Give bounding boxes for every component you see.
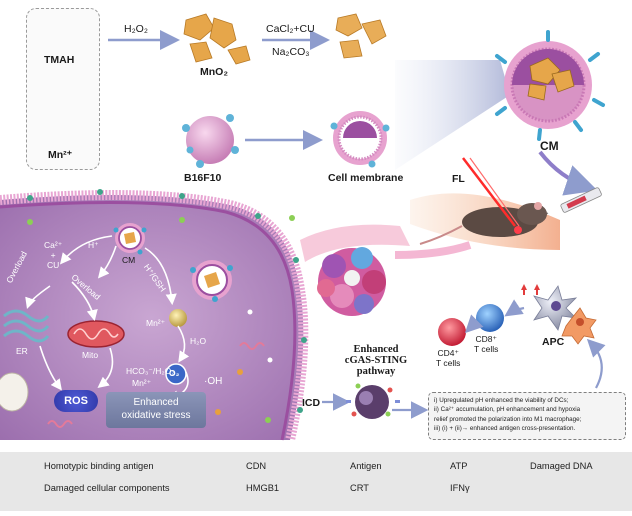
arrow-cm-to-syringe (538, 150, 598, 196)
cell-membrane-label: Cell membrane (328, 172, 404, 184)
damaged-dna-icon (239, 342, 265, 350)
tumor-cell (0, 190, 309, 442)
hco3-label: HCO₃⁻/H₂O₂ (126, 366, 175, 376)
tumor-ribbon (300, 224, 410, 262)
legend-hmgb1: HMGB1 (246, 483, 280, 493)
note-line-4: iii) (i) + (ii)→ enhanced antigen cross-… (434, 425, 576, 433)
up-arrows (521, 284, 540, 295)
oxidative-stress-box: Enhanced oxidative stress (106, 392, 206, 428)
legend-crt: CRT (350, 483, 369, 493)
legend-antigen: Antigen (350, 461, 382, 471)
h-plus-label: H⁺ (88, 240, 99, 250)
cm-inside-cell-icon (113, 223, 147, 255)
oh-label: ·OH (204, 376, 223, 387)
legend-panel (0, 452, 632, 511)
fl-label: FL (452, 173, 465, 185)
cd4-label: CD4⁺ T cells (436, 348, 461, 368)
ca-cu-label: Ca²⁺ + CU (44, 240, 63, 270)
legend-homotypic: Homotypic binding antigen (44, 461, 154, 471)
cacl2-cu-label: CaCl₂+CU (266, 23, 315, 35)
cm-nanoparticle-icon (495, 30, 605, 141)
oxidative-line-2: oxidative stress (121, 410, 191, 421)
laser-icon (462, 157, 520, 227)
o2-label: O₂ (169, 368, 180, 378)
mechanism-notes: i) Upregulated pH enhanced the viability… (428, 392, 626, 440)
h2o2-label: H₂O₂ (124, 23, 148, 35)
note-line-3: relief promoted the polarization into M1… (434, 415, 582, 423)
oxidative-line-1: Enhanced (133, 397, 179, 408)
sting-line-1: Enhanced (353, 344, 399, 355)
mn-ion-inner-label: Mn²⁺ (146, 318, 166, 328)
apc-icon (533, 285, 578, 331)
arrow-apc-to-cd8 (504, 299, 525, 317)
arrow-notes-to-apc (586, 338, 606, 389)
tumor-cluster-icon (317, 247, 386, 316)
mito-icon (67, 320, 125, 348)
note-line-2: ii) Ca²⁺ accumulation, pH enhancement an… (434, 406, 581, 414)
tmah-label: TMAH (44, 54, 75, 66)
cd8-t-cell-icon (476, 304, 504, 332)
macrophage-icon (561, 307, 597, 345)
legend-atp: ATP (450, 461, 468, 471)
mno2-coated-flakes-icon (335, 13, 387, 59)
arrow-cd8-to-cd4 (464, 314, 484, 334)
cm-label: CM (540, 139, 559, 153)
cell-membrane-vesicle-icon (330, 111, 390, 168)
cd4-t-cell-icon (438, 318, 466, 346)
er-label: ER (16, 346, 28, 356)
mn-ion-label: Mn²⁺ (48, 149, 73, 161)
damaged-dna-icon-2 (47, 420, 73, 428)
dying-cell-icon (346, 383, 400, 419)
nucleus-icon (0, 372, 29, 412)
mn-ion-inside-icon (169, 309, 187, 327)
na2co3-label: Na₂CO₃ (272, 46, 310, 58)
cell-particles (27, 215, 295, 423)
note-line-1: i) Upregulated pH enhanced the viability… (434, 397, 569, 404)
mouse-icon (419, 202, 547, 245)
b16f10-cell-icon (182, 114, 239, 168)
legend-ifn: IFNγ (450, 483, 470, 493)
icd-label: ICD (302, 397, 321, 409)
mno2-label: MnO₂ (200, 66, 228, 78)
h2o-label: H₂O (190, 336, 207, 346)
sting-line-3: pathway (356, 366, 396, 377)
cd8-label: CD8⁺ T cells (474, 334, 499, 354)
ros-badge: ROS (54, 390, 98, 412)
mn2-small-label: Mn²⁺ (132, 378, 152, 388)
er-icon (3, 309, 50, 343)
mno2-flakes-icon (183, 13, 251, 65)
cm-inner-label: CM (122, 255, 136, 265)
synthesis-funnel (395, 60, 510, 170)
cm-entering-cell-icon (190, 260, 233, 302)
sting-title: Enhanced cGAS-STING pathway (338, 344, 414, 377)
b16f10-label: B16F10 (184, 172, 222, 184)
precursor-box (26, 8, 100, 170)
tumor-tail (394, 241, 472, 259)
legend-damaged-components: Damaged cellular components (44, 483, 170, 493)
legend-cdn: CDN (246, 461, 267, 471)
homotypic-antigens (27, 189, 307, 413)
mito-label: Mito (82, 350, 99, 360)
legend-damaged-dna: Damaged DNA (530, 461, 593, 471)
apc-label: APC (542, 336, 565, 348)
sting-line-2: cGAS-STING (344, 355, 408, 366)
